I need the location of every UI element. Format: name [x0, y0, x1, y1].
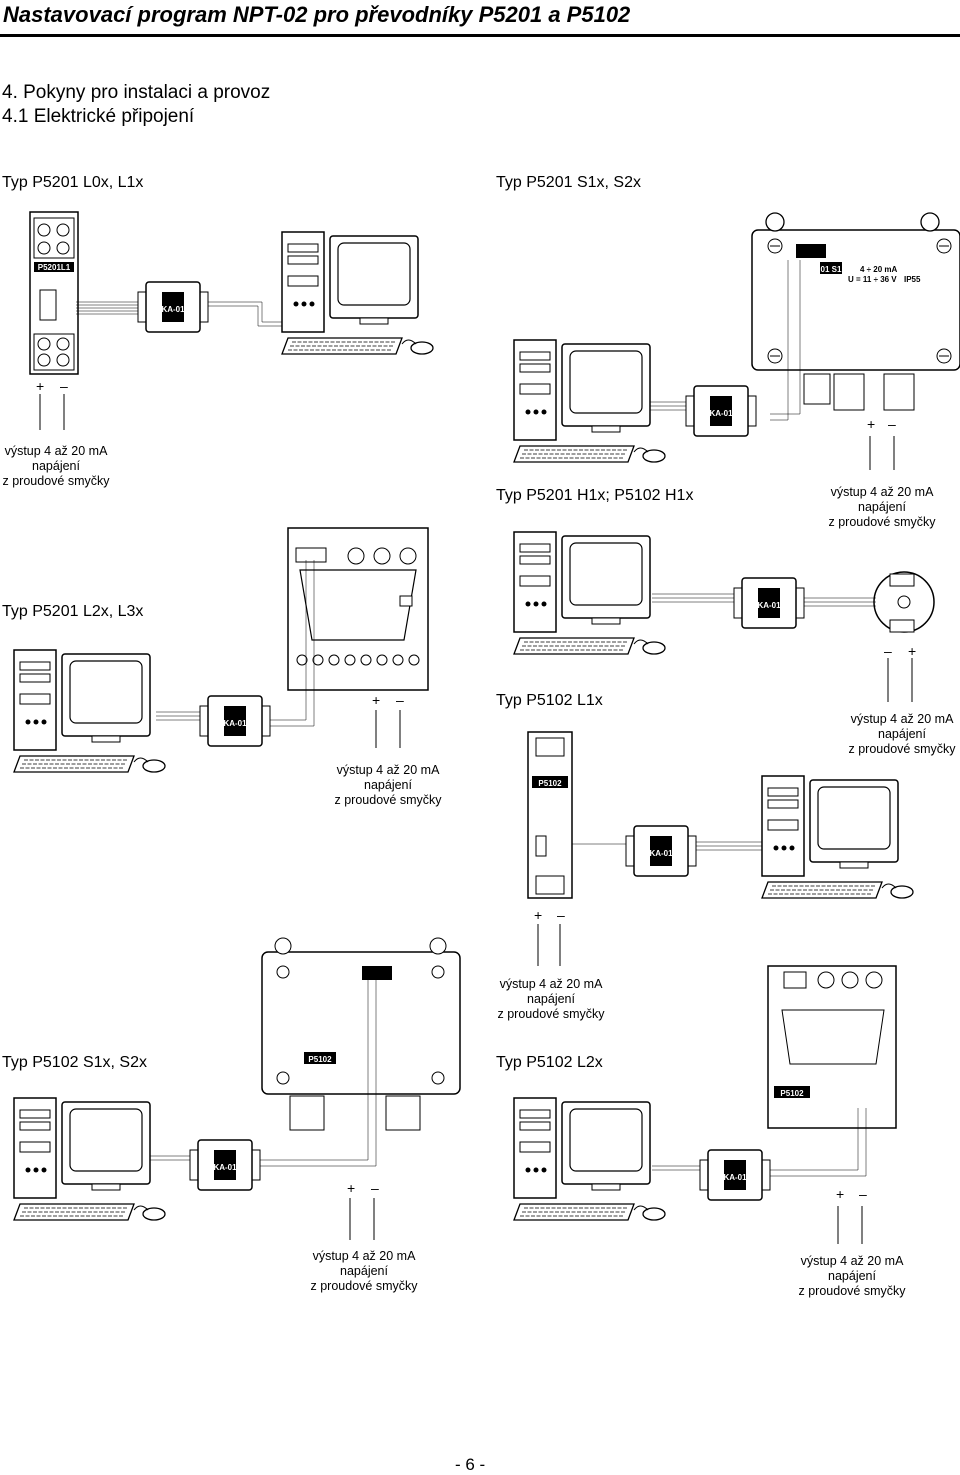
section-subheading: 4.1 Elektrické připojení — [2, 106, 195, 127]
note-line: napájení — [878, 727, 926, 741]
svg-text:01 S1: 01 S1 — [821, 265, 842, 274]
note-line: výstup 4 až 20 mA — [336, 763, 440, 777]
svg-text:IP55: IP55 — [904, 275, 921, 284]
computer-6 — [13, 1097, 166, 1221]
svg-text:P5102: P5102 — [308, 1055, 332, 1064]
ka01-adapter-3 — [199, 695, 271, 747]
type-label-p5102-s1x: Typ P5102 S1x, S2x — [2, 1054, 147, 1071]
minus-terminal-2: – — [888, 416, 896, 432]
note-line: z proudové smyčky — [310, 1279, 418, 1293]
computer-2 — [513, 339, 666, 463]
minus-terminal-5: – — [557, 907, 565, 923]
output-note-2: výstup 4 až 20 mA napájení z proudové sm… — [826, 485, 938, 530]
note-line: výstup 4 až 20 mA — [499, 977, 603, 991]
p5201-l2-device — [287, 527, 429, 748]
page-number: - 6 - — [455, 1455, 486, 1474]
note-line: z proudové smyčky — [497, 1007, 605, 1021]
ka01-adapter-4 — [733, 577, 805, 629]
minus-terminal-4: – — [396, 692, 404, 708]
computer-7 — [513, 1097, 666, 1221]
svg-text:4 ÷ 20 mA: 4 ÷ 20 mA — [860, 265, 898, 274]
plus-terminal-6: + — [347, 1180, 356, 1196]
output-note-1: výstup 4 až 20 mA napájení z proudové sm… — [2, 444, 110, 489]
output-note-3: výstup 4 až 20 mA napájení z proudové sm… — [846, 712, 958, 757]
ka01-adapter-5 — [625, 825, 697, 877]
type-label-p5102-l2x: Typ P5102 L2x — [496, 1054, 603, 1071]
svg-text:P5102: P5102 — [538, 779, 562, 788]
plus-terminal-1: + — [36, 378, 45, 394]
output-note-4: výstup 4 až 20 mA napájení z proudové sm… — [332, 763, 444, 808]
note-line: výstup 4 až 20 mA — [4, 444, 108, 458]
minus-terminal-6: – — [371, 1180, 379, 1196]
note-line: napájení — [340, 1264, 388, 1278]
minus-terminal-7: – — [859, 1186, 867, 1202]
note-line: z proudové smyčky — [828, 515, 936, 529]
p5201-l1-device: P5201L1 — [29, 211, 79, 430]
note-line: výstup 4 až 20 mA — [850, 712, 954, 726]
computer-3 — [13, 649, 166, 773]
note-line: napájení — [527, 992, 575, 1006]
plus-terminal-2: + — [867, 416, 876, 432]
plus-terminal-4: + — [372, 692, 381, 708]
section-heading: 4. Pokyny pro instalaci a provoz — [2, 82, 271, 103]
computer-4 — [513, 531, 666, 655]
minus-terminal-3: – — [884, 643, 892, 659]
note-line: z proudové smyčky — [2, 474, 110, 488]
note-line: napájení — [32, 459, 80, 473]
svg-text:P5102: P5102 — [780, 1089, 804, 1098]
computer-5 — [761, 775, 914, 899]
ka01-adapter-1 — [137, 281, 209, 333]
type-label-p5102-l1x: Typ P5102 L1x — [496, 692, 603, 709]
h1x-head-transmitter — [873, 571, 935, 702]
type-label-p5201-s1x: Typ P5201 S1x, S2x — [496, 174, 641, 191]
output-note-5: výstup 4 až 20 mA napájení z proudové sm… — [495, 977, 607, 1022]
minus-terminal-1: – — [60, 378, 68, 394]
note-line: z proudové smyčky — [334, 793, 442, 807]
ka01-adapter-7 — [699, 1149, 771, 1201]
type-label-p5201-l2x: Typ P5201 L2x, L3x — [2, 603, 144, 620]
computer-1 — [281, 231, 434, 355]
note-line: napájení — [828, 1269, 876, 1283]
plus-terminal-5: + — [534, 907, 543, 923]
note-line: napájení — [858, 500, 906, 514]
type-label-p5201-h1x: Typ P5201 H1x; P5102 H1x — [496, 487, 694, 504]
plus-terminal-3: + — [908, 643, 917, 659]
ka01-adapter-2 — [685, 385, 757, 437]
note-line: výstup 4 až 20 mA — [800, 1254, 904, 1268]
p5102-l2-device: P5102 — [767, 965, 897, 1244]
p5201-s1-enclosure: 01 S1 4 ÷ 20 mA U = 11 ÷ 36 V IP55 — [751, 212, 960, 470]
note-line: napájení — [364, 778, 412, 792]
ka01-adapter-6 — [189, 1139, 261, 1191]
note-line: výstup 4 až 20 mA — [312, 1249, 416, 1263]
p5102-s1-enclosure: P5102 — [261, 937, 461, 1240]
note-line: výstup 4 až 20 mA — [830, 485, 934, 499]
svg-text:U = 11 ÷ 36 V: U = 11 ÷ 36 V — [848, 275, 897, 284]
note-line: z proudové smyčky — [798, 1284, 906, 1298]
note-line: z proudové smyčky — [848, 742, 956, 756]
output-note-7: výstup 4 až 20 mA napájení z proudové sm… — [796, 1254, 908, 1299]
type-label-p5201-l0x: Typ P5201 L0x, L1x — [2, 174, 144, 191]
plus-terminal-7: + — [836, 1186, 845, 1202]
header-rule — [0, 34, 960, 37]
output-note-6: výstup 4 až 20 mA napájení z proudové sm… — [308, 1249, 420, 1294]
svg-text:P5201L1: P5201L1 — [38, 263, 71, 272]
p5102-l1-device: P5102 — [527, 731, 573, 966]
page-header-title: Nastavovací program NPT-02 pro převodník… — [3, 2, 631, 27]
